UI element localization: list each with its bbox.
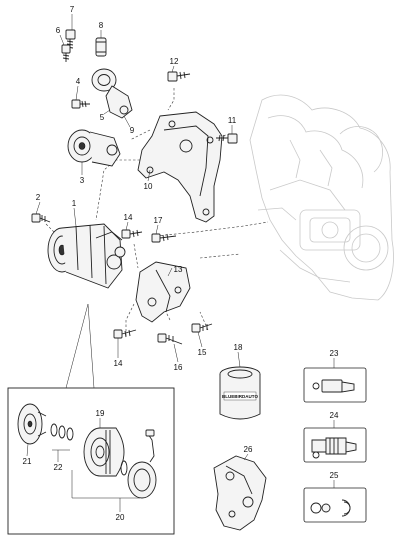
tensioner-5 [91, 68, 133, 119]
callout-21: 21 [23, 457, 32, 466]
bolt-14-upper [121, 229, 143, 239]
callout-1: 1 [72, 199, 77, 208]
callout-labels: 7 8 6 4 5 9 3 12 11 10 1 2 14 17 13 14 1… [23, 5, 339, 522]
idler-3 [67, 129, 121, 167]
field-coil-20 [120, 429, 157, 499]
callout-15: 15 [198, 348, 207, 357]
callout-18: 18 [234, 343, 243, 352]
bolt-4 [71, 99, 90, 109]
bracket-13 [135, 261, 191, 323]
callout-4: 4 [76, 77, 81, 86]
bolt-17 [151, 233, 177, 243]
callout-25: 25 [330, 471, 339, 480]
callout-7: 7 [70, 5, 75, 14]
filter-brand-label: BLUEBIRDAUTO [222, 394, 258, 399]
callout-2: 2 [36, 193, 41, 202]
bolt-14-lower [113, 329, 137, 339]
fitting-23 [303, 367, 367, 403]
callout-9: 9 [130, 126, 135, 135]
callout-14-lower: 14 [114, 359, 123, 368]
bracket-26 [213, 455, 267, 531]
bolt-16 [157, 333, 183, 345]
callout-17: 17 [154, 216, 163, 225]
callout-11: 11 [228, 116, 237, 125]
callout-24: 24 [330, 411, 339, 420]
sleeve-8 [95, 37, 107, 57]
pulley-19 [83, 427, 125, 477]
callout-26: 26 [244, 445, 253, 454]
bolt-2 [31, 213, 51, 223]
callout-10: 10 [144, 182, 153, 191]
ac-compressor-1 [47, 223, 126, 289]
callout-6: 6 [56, 26, 61, 35]
callout-3: 3 [80, 176, 85, 185]
leader-lines [26, 14, 335, 512]
engine-block-ghost [249, 94, 394, 301]
callout-19: 19 [96, 409, 105, 418]
bolt-6 [61, 44, 71, 62]
callout-14-upper: 14 [124, 213, 133, 222]
callout-16: 16 [174, 363, 183, 372]
fitting-24 [303, 427, 367, 463]
callout-23: 23 [330, 349, 339, 358]
shims-22 [50, 423, 74, 441]
pressure-plate-21 [17, 403, 47, 445]
rings-25 [303, 487, 367, 523]
mounting-bracket-10 [137, 111, 223, 223]
bolt-11 [216, 133, 238, 144]
bolt-12 [167, 71, 191, 82]
callout-8: 8 [99, 21, 104, 30]
bolt-15 [191, 323, 213, 333]
callout-22: 22 [54, 463, 63, 472]
callout-20: 20 [116, 513, 125, 522]
callout-5: 5 [100, 113, 105, 122]
oil-filter-18: BLUEBIRDAUTO [219, 366, 261, 420]
callout-12: 12 [170, 57, 179, 66]
callout-13: 13 [174, 265, 183, 274]
